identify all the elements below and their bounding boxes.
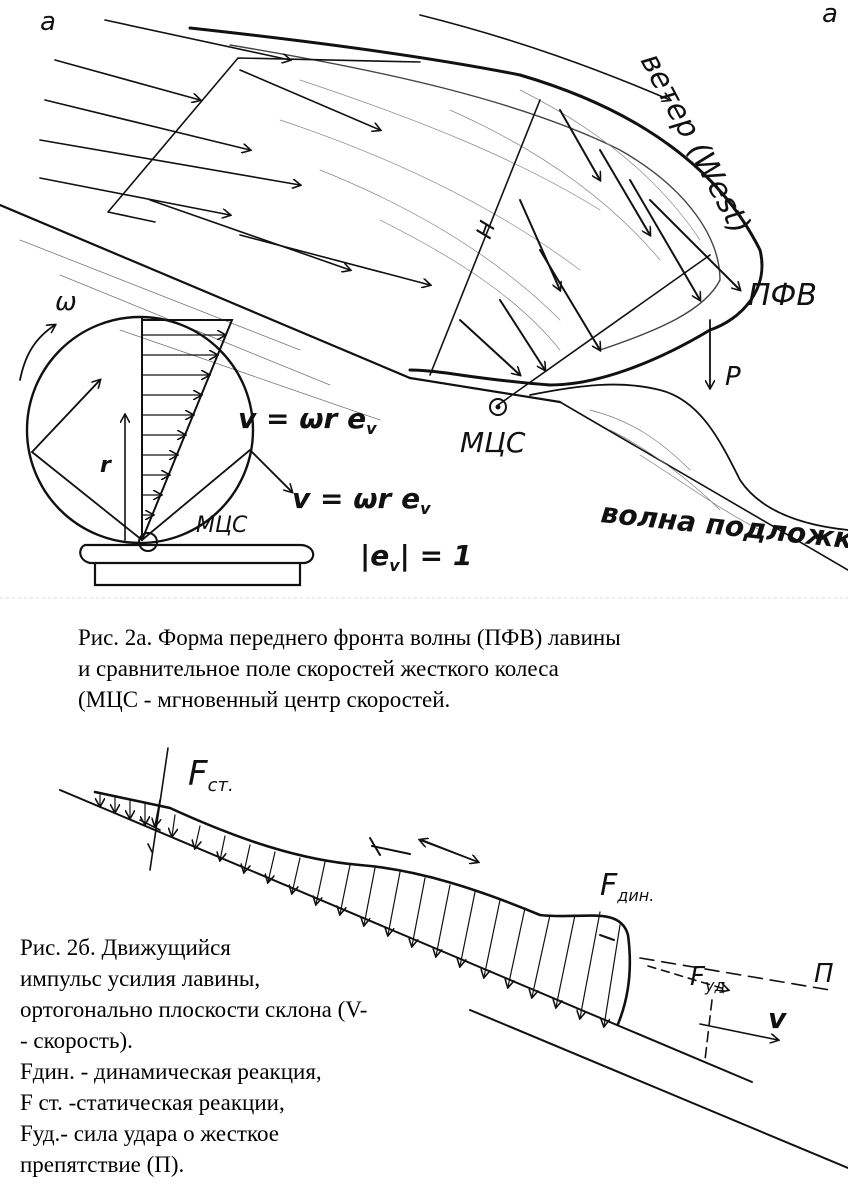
mcs-point-avalanche: [489, 398, 507, 416]
front-velocity-arrows: [459, 109, 740, 375]
dynamic-label: Fдин.: [600, 868, 654, 905]
load-envelope: [93, 790, 632, 1026]
corner-label-left: a: [40, 7, 56, 37]
static-reaction-marks: [139, 747, 169, 871]
radius-label: r: [100, 453, 112, 478]
caption-line: и сравнительное поле скоростей жесткого …: [78, 656, 559, 681]
impact-arrow: [647, 965, 728, 990]
slope-line-lower: [559, 401, 848, 571]
velocity-formula-right: v = ωr ev: [292, 482, 431, 518]
caption-line: препятствие (П).: [20, 1152, 185, 1177]
velocity-label: v: [768, 1002, 787, 1035]
length-marker: [369, 837, 411, 856]
caption-line: Рис. 2б. Движущийся: [20, 935, 231, 960]
static-label: Fст.: [188, 754, 234, 796]
wind-streamlines: [39, 14, 670, 285]
slope-hatch: [19, 239, 381, 421]
obstacle-dashed: [704, 999, 713, 1061]
avalanche-body-hatch: [279, 79, 701, 351]
weight-label: Р: [725, 362, 741, 392]
rail: [79, 543, 315, 587]
velocity-triangle: [141, 319, 234, 541]
substrate-wave: [529, 383, 848, 531]
slope-line-lower: [469, 1009, 848, 1169]
caption-line: Рис. 2а. Форма переднего фронта волны (П…: [78, 625, 621, 650]
caption-line: F ст. -статическая реакции,: [20, 1090, 285, 1115]
caption-line: Fдин. - динамическая реакция,: [20, 1059, 322, 1084]
caption-line: ортогонально плоскости склона (V-: [20, 997, 368, 1022]
mcs-label-avalanche: МЦС: [460, 426, 526, 459]
caption-line: Fуд.- сила удара о жесткое: [20, 1121, 279, 1146]
caption-figure-2b: Рис. 2б. Движущийся импульс усилия лавин…: [20, 932, 460, 1180]
wheel-mcs-label: МЦС: [196, 513, 248, 538]
slope-line-upper: [59, 789, 753, 1083]
caption-line: - скорость).: [20, 1028, 133, 1053]
avalanche-front-inner: [229, 44, 721, 351]
height-label: Н: [472, 218, 501, 242]
avalanche-front-outline: [188, 26, 764, 387]
substrate-label: волна подложки: [599, 496, 848, 557]
caption-line: (МЦС - мгновенный центр скоростей.: [78, 687, 451, 712]
caption-line: импульс усилия лавины,: [20, 966, 261, 991]
impact-label: Fуд.: [690, 962, 731, 995]
substrate-hatch: [589, 409, 761, 531]
obstacle-label: П: [814, 959, 834, 989]
slope-line: [0, 203, 562, 404]
figure-2b: [59, 747, 848, 1169]
corner-label-right: a: [822, 0, 838, 29]
radius-to-front: [497, 254, 711, 406]
velocity-arrow: [699, 1023, 778, 1040]
omega-label: ω: [55, 287, 77, 317]
omega-arrow: [19, 325, 55, 381]
construction-lines: [107, 57, 541, 376]
figure-2a: [0, 14, 848, 599]
caption-figure-2a: Рис. 2а. Форма переднего фронта волны (П…: [78, 622, 818, 715]
load-arrows: [100, 794, 621, 1026]
obstacle-line: [639, 957, 831, 991]
mcs-point-wheel: [138, 532, 158, 552]
velocity-profile-arrows: [141, 335, 225, 515]
velocity-formula-top: v = ωr ev: [238, 402, 377, 438]
front-label: ПФВ: [748, 278, 817, 313]
figure-2b-labels: Fст. Fдин. Fуд. П v: [188, 754, 834, 1035]
figure-2a-labels: a a ветер (West) ПФВ Н Р МЦС волна подло…: [40, 0, 848, 575]
unit-vector-label: |ev| = 1: [360, 539, 472, 575]
wind-label: ветер (West): [633, 47, 758, 240]
